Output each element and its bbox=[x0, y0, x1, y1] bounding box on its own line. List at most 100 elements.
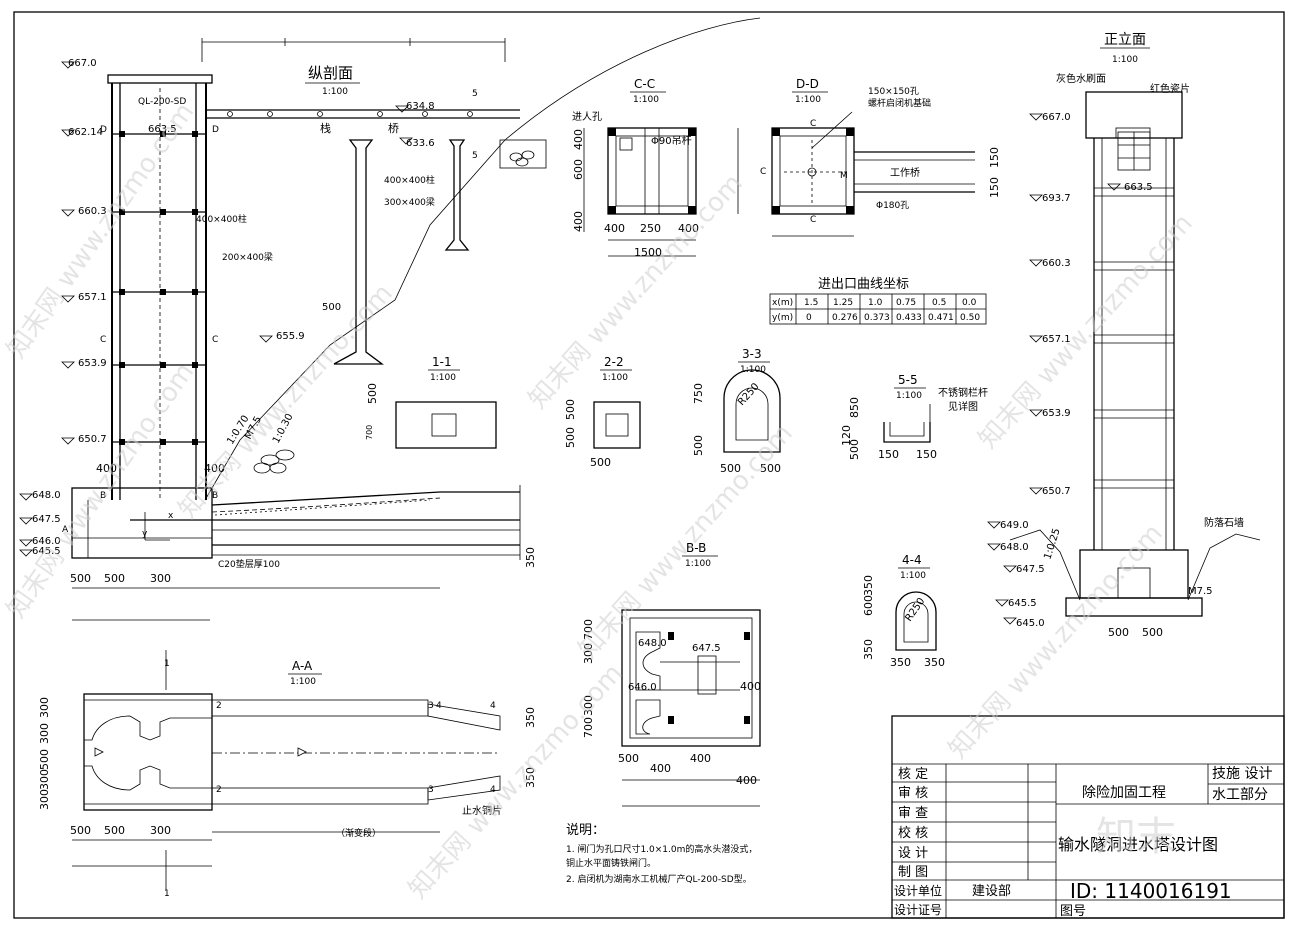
svg-text:150×150孔: 150×150孔 bbox=[868, 86, 919, 97]
svg-text:1:100: 1:100 bbox=[430, 373, 456, 383]
svg-text:x: x bbox=[168, 511, 174, 521]
svg-text:审 核: 审 核 bbox=[898, 786, 928, 801]
svg-text:红色瓷片: 红色瓷片 bbox=[1150, 82, 1190, 95]
svg-text:660.3: 660.3 bbox=[1042, 258, 1071, 269]
svg-text:0.5: 0.5 bbox=[932, 298, 946, 308]
svg-text:正立面: 正立面 bbox=[1104, 32, 1146, 48]
notes: 说明： 1. 闸门为孔口尺寸1.0×1.0m的高水头潜没式， 铜止水平面铸铁闸门… bbox=[566, 823, 757, 885]
svg-text:648.0: 648.0 bbox=[1000, 542, 1029, 553]
svg-text:300×400梁: 300×400梁 bbox=[384, 196, 435, 208]
svg-text:0.75: 0.75 bbox=[896, 298, 916, 308]
svg-text:C: C bbox=[810, 215, 816, 225]
svg-text:1.0: 1.0 bbox=[868, 298, 883, 308]
svg-text:C: C bbox=[760, 167, 766, 177]
svg-text:500: 500 bbox=[564, 399, 577, 420]
svg-text:5: 5 bbox=[472, 89, 478, 99]
svg-text:600: 600 bbox=[572, 159, 585, 180]
svg-text:不锈钢栏杆: 不锈钢栏杆 bbox=[938, 386, 988, 399]
svg-text:见详图: 见详图 bbox=[948, 400, 978, 413]
svg-text:400: 400 bbox=[604, 222, 625, 235]
svg-text:646.0: 646.0 bbox=[628, 682, 657, 693]
svg-text:3: 3 bbox=[428, 701, 434, 711]
znzmo-logo: 知末 bbox=[1096, 814, 1176, 860]
svg-text:300: 300 bbox=[582, 643, 595, 664]
svg-text:500: 500 bbox=[760, 462, 781, 475]
section-dd: D-D 1:100 150×150孔 螺杆启闭机基础 工作桥 Φ180孔 M C… bbox=[771, 77, 1001, 237]
title-block: 核 定 审 核 审 查 校 核 设 计 制 图 设计单位 设计证号 除险加固工程… bbox=[891, 715, 1285, 919]
svg-text:500: 500 bbox=[618, 752, 639, 765]
svg-text:850: 850 bbox=[848, 397, 861, 418]
svg-text:铜止水平面铸铁闸门。: 铜止水平面铸铁闸门。 bbox=[566, 857, 656, 869]
svg-text:R250: R250 bbox=[736, 381, 762, 408]
svg-text:660.3: 660.3 bbox=[78, 206, 107, 217]
svg-text:1. 闸门为孔口尺寸1.0×1.0m的高水头潜没式，: 1. 闸门为孔口尺寸1.0×1.0m的高水头潜没式， bbox=[566, 843, 757, 855]
svg-text:150: 150 bbox=[988, 147, 1001, 168]
section-1-1: 1-1 1:100 500 700 bbox=[365, 355, 497, 449]
svg-text:B-B: B-B bbox=[686, 541, 706, 555]
svg-text:M: M bbox=[840, 171, 848, 181]
svg-text:图号: 图号 bbox=[1060, 904, 1086, 919]
svg-text:2: 2 bbox=[216, 701, 222, 711]
svg-text:2. 启闭机为湖南水工机械厂产QL-200-SD型。: 2. 启闭机为湖南水工机械厂产QL-200-SD型。 bbox=[566, 873, 752, 885]
svg-text:1:100: 1:100 bbox=[633, 95, 659, 105]
svg-text:知末网 www.znzmo.com: 知末网 www.znzmo.com bbox=[523, 168, 749, 414]
svg-text:1:100: 1:100 bbox=[290, 677, 316, 687]
svg-text:2-2: 2-2 bbox=[604, 355, 624, 369]
svg-text:x(m): x(m) bbox=[772, 298, 793, 308]
svg-text:灰色水刷面: 灰色水刷面 bbox=[1056, 72, 1106, 85]
image-id: ID: 1140016191 bbox=[1070, 879, 1232, 903]
svg-text:1:100: 1:100 bbox=[795, 95, 821, 105]
svg-text:667.0: 667.0 bbox=[1042, 112, 1071, 123]
svg-text:校 核: 校 核 bbox=[898, 825, 928, 841]
long-title: 纵剖面 bbox=[308, 64, 353, 82]
svg-text:Φ180孔: Φ180孔 bbox=[876, 200, 909, 211]
svg-text:止水铜片: 止水铜片 bbox=[462, 804, 502, 817]
svg-text:650.7: 650.7 bbox=[1042, 486, 1071, 497]
svg-text:650.7: 650.7 bbox=[78, 434, 107, 445]
svg-text:设计单位: 设计单位 bbox=[894, 883, 942, 898]
svg-text:制 图: 制 图 bbox=[898, 865, 928, 880]
svg-text:657.1: 657.1 bbox=[78, 292, 107, 303]
svg-text:300: 300 bbox=[150, 572, 171, 585]
svg-text:0: 0 bbox=[806, 313, 812, 323]
svg-text:400×400柱: 400×400柱 bbox=[196, 213, 247, 225]
svg-text:300: 300 bbox=[150, 824, 171, 837]
svg-text:649.0: 649.0 bbox=[1000, 520, 1029, 531]
svg-text:1: 1 bbox=[164, 659, 170, 669]
svg-text:300: 300 bbox=[38, 789, 51, 810]
svg-text:663.5: 663.5 bbox=[148, 124, 177, 135]
svg-text:C20垫层厚100: C20垫层厚100 bbox=[218, 558, 280, 570]
svg-text:y(m): y(m) bbox=[772, 313, 793, 323]
svg-text:500: 500 bbox=[848, 439, 861, 460]
svg-text:1:100: 1:100 bbox=[602, 373, 628, 383]
svg-text:645.0: 645.0 bbox=[1016, 618, 1045, 629]
section-2-2: 2-2 1:100 500 500 500 bbox=[564, 355, 641, 469]
svg-text:QL-200-SD: QL-200-SD bbox=[138, 97, 186, 107]
svg-text:300: 300 bbox=[582, 695, 595, 716]
svg-text:647.5: 647.5 bbox=[692, 643, 721, 654]
svg-text:栈: 栈 bbox=[320, 121, 331, 135]
svg-text:400: 400 bbox=[650, 762, 671, 775]
svg-text:300: 300 bbox=[38, 723, 51, 744]
svg-text:D-D: D-D bbox=[796, 77, 819, 91]
svg-text:700: 700 bbox=[365, 425, 374, 440]
svg-text:350: 350 bbox=[862, 639, 875, 660]
svg-text:400: 400 bbox=[572, 129, 585, 150]
svg-text:螺杆启闭机基础: 螺杆启闭机基础 bbox=[868, 97, 931, 109]
svg-text:3: 3 bbox=[428, 785, 434, 795]
svg-text:700: 700 bbox=[582, 619, 595, 640]
svg-text:150: 150 bbox=[916, 448, 937, 461]
svg-text:500: 500 bbox=[692, 435, 705, 456]
svg-text:600: 600 bbox=[862, 595, 875, 616]
section-3-3: 3-3 1:100 750 500 500 R250 500 bbox=[692, 347, 781, 475]
svg-text:150: 150 bbox=[878, 448, 899, 461]
svg-text:Φ90吊杆: Φ90吊杆 bbox=[651, 135, 692, 147]
svg-text:645.5: 645.5 bbox=[32, 546, 61, 557]
svg-text:663.5: 663.5 bbox=[1124, 182, 1153, 193]
svg-text:M7.5: M7.5 bbox=[1188, 586, 1213, 597]
svg-text:0.433: 0.433 bbox=[896, 313, 922, 323]
sheet-border bbox=[13, 11, 1285, 919]
svg-text:建设部: 建设部 bbox=[972, 884, 1011, 899]
svg-text:进人孔: 进人孔 bbox=[572, 111, 602, 123]
svg-text:400×400柱: 400×400柱 bbox=[384, 174, 435, 186]
